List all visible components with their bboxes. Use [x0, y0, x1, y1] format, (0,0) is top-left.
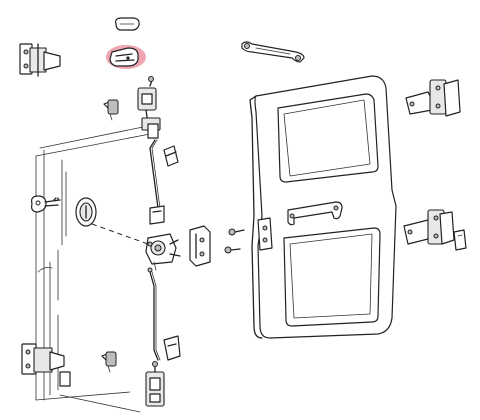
latch-block [189, 225, 211, 267]
upper-lock-assembly [137, 76, 161, 139]
bolt-lower-left [101, 351, 117, 373]
lower-left-hinge [21, 343, 71, 387]
top-clip-part [115, 17, 140, 31]
rear-door-panel [249, 75, 397, 339]
upper-left-hinge [19, 43, 61, 77]
lower-lock-rod [147, 267, 161, 361]
latch-screws [224, 228, 245, 254]
highlighted-latch-striker-clip [106, 45, 146, 69]
center-lock-mechanism [91, 223, 181, 271]
rod-clip-upper [163, 145, 179, 167]
bolt-upper-left [103, 99, 119, 121]
rod-end-bracket [149, 205, 165, 225]
upper-right-hinge [405, 79, 461, 117]
lower-lock-assembly [145, 361, 165, 407]
lower-right-hinge [403, 209, 455, 245]
door-key [31, 195, 61, 213]
hinge-pin-cap [453, 229, 467, 251]
door-lock-cylinder [75, 197, 97, 227]
top-rail-bar [241, 41, 305, 63]
upper-lock-rod [149, 139, 161, 209]
lower-rod-clip [163, 335, 181, 361]
